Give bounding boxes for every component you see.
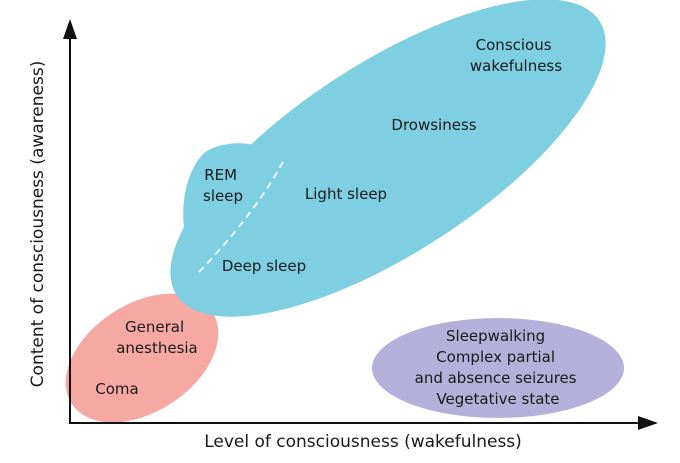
anesthesia-coma-region <box>65 293 219 423</box>
label-light-sleep: Light sleep <box>305 185 387 203</box>
label-rem-sleep: REM sleep <box>203 166 243 205</box>
rem-divider-line <box>198 159 285 273</box>
label-coma: Coma <box>95 380 138 398</box>
label-general-anesthesia: General anesthesia <box>116 318 198 357</box>
label-disorders: Sleepwalking Complex partial and absence… <box>415 327 582 408</box>
label-drowsiness: Drowsiness <box>391 116 476 134</box>
x-axis-label: Level of consciousness (wakefulness) <box>204 432 522 452</box>
y-axis-label: Content of consciousness (awareness) <box>28 61 48 388</box>
sleep-wake-region <box>170 0 606 317</box>
label-deep-sleep: Deep sleep <box>222 257 306 275</box>
y-axis-arrow-icon <box>63 19 77 39</box>
disorders-region <box>372 318 624 418</box>
label-conscious-wakefulness: Conscious wakefulness <box>470 36 562 75</box>
x-axis-arrow-icon <box>638 416 658 430</box>
